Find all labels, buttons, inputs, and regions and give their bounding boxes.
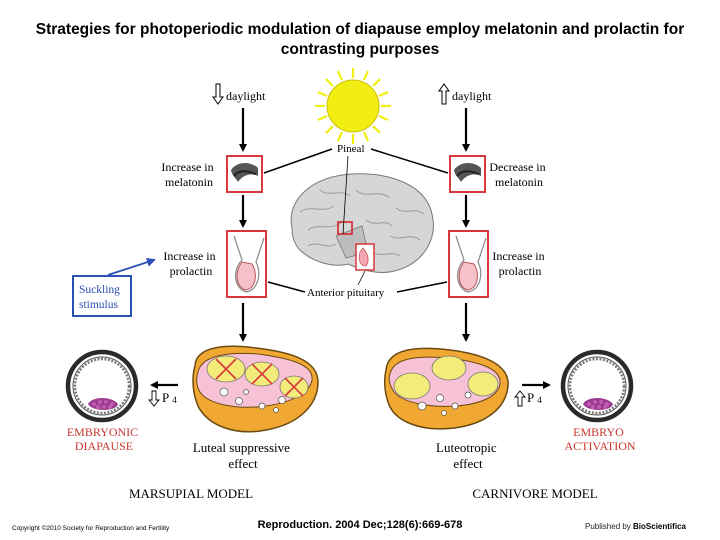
- suckling-stimulus-box: [72, 275, 132, 317]
- right-melatonin-label: Decrease in melatonin: [489, 160, 548, 189]
- suckling-stimulus-label: Suckling stimulus: [79, 284, 123, 311]
- suckling-arrow: [107, 257, 156, 276]
- right-effect-label: Luteotropic effect: [436, 440, 500, 471]
- left-daylight-label: daylight: [226, 89, 266, 103]
- pineal-label: Pineal: [337, 143, 365, 155]
- right-pineal-box: [449, 155, 486, 193]
- left-pineal-box: [226, 155, 263, 193]
- left-prolactin-label: Increase in prolactin: [163, 249, 218, 278]
- publisher-prefix: Published by: [585, 522, 634, 531]
- up-arrow-icon: [438, 83, 450, 105]
- pineal-pointer-right: [370, 148, 449, 174]
- left-blastocyst: [65, 349, 139, 423]
- citation: Reproduction. 2004 Dec;128(6):669-678: [257, 519, 463, 531]
- left-outcome-label: EMBRYONIC DIAPAUSE: [67, 425, 141, 453]
- figure-title: Strategies for photoperiodic modulation …: [20, 20, 700, 60]
- sun-icon: [315, 68, 391, 144]
- pituitary-pointer-left: [267, 281, 306, 293]
- left-melatonin-label: Increase in melatonin: [161, 160, 216, 189]
- carnivore-model-label: CARNIVORE MODEL: [472, 486, 597, 501]
- right-pituitary-box: [448, 230, 489, 298]
- right-outcome-label: EMBRYO ACTIVATION: [564, 425, 635, 453]
- down-arrow-icon: [148, 390, 160, 407]
- up-arrow-icon: [514, 390, 526, 407]
- publisher-logo: Published by BioScientifica: [585, 522, 686, 531]
- publisher-name: BioScientifica: [633, 522, 686, 531]
- left-ovary-suppressed: [192, 345, 319, 433]
- anterior-pituitary-label: Anterior pituitary: [307, 287, 385, 299]
- title-line-2: contrasting purposes: [280, 41, 440, 58]
- pituitary-pointer-right: [396, 281, 448, 293]
- right-prolactin-label: Increase in prolactin: [492, 249, 547, 278]
- down-arrow-icon: [212, 83, 224, 105]
- right-blastocyst: [560, 349, 634, 423]
- left-effect-label: Luteal suppressive effect: [193, 440, 293, 471]
- pineal-pointer-left: [263, 148, 333, 174]
- right-daylight-label: daylight: [452, 89, 492, 103]
- pituitary-pointer-brain: [357, 270, 366, 286]
- title-line-1: Strategies for photoperiodic modulation …: [35, 21, 685, 38]
- marsupial-model-label: MARSUPIAL MODEL: [129, 486, 253, 501]
- copyright-notice: Copyright ©2010 Society for Reproduction…: [12, 525, 170, 532]
- pineal-pointer-brain: [342, 155, 349, 235]
- brain-illustration: [290, 173, 434, 273]
- left-pituitary-box: [226, 230, 267, 298]
- right-ovary-active: [383, 347, 509, 430]
